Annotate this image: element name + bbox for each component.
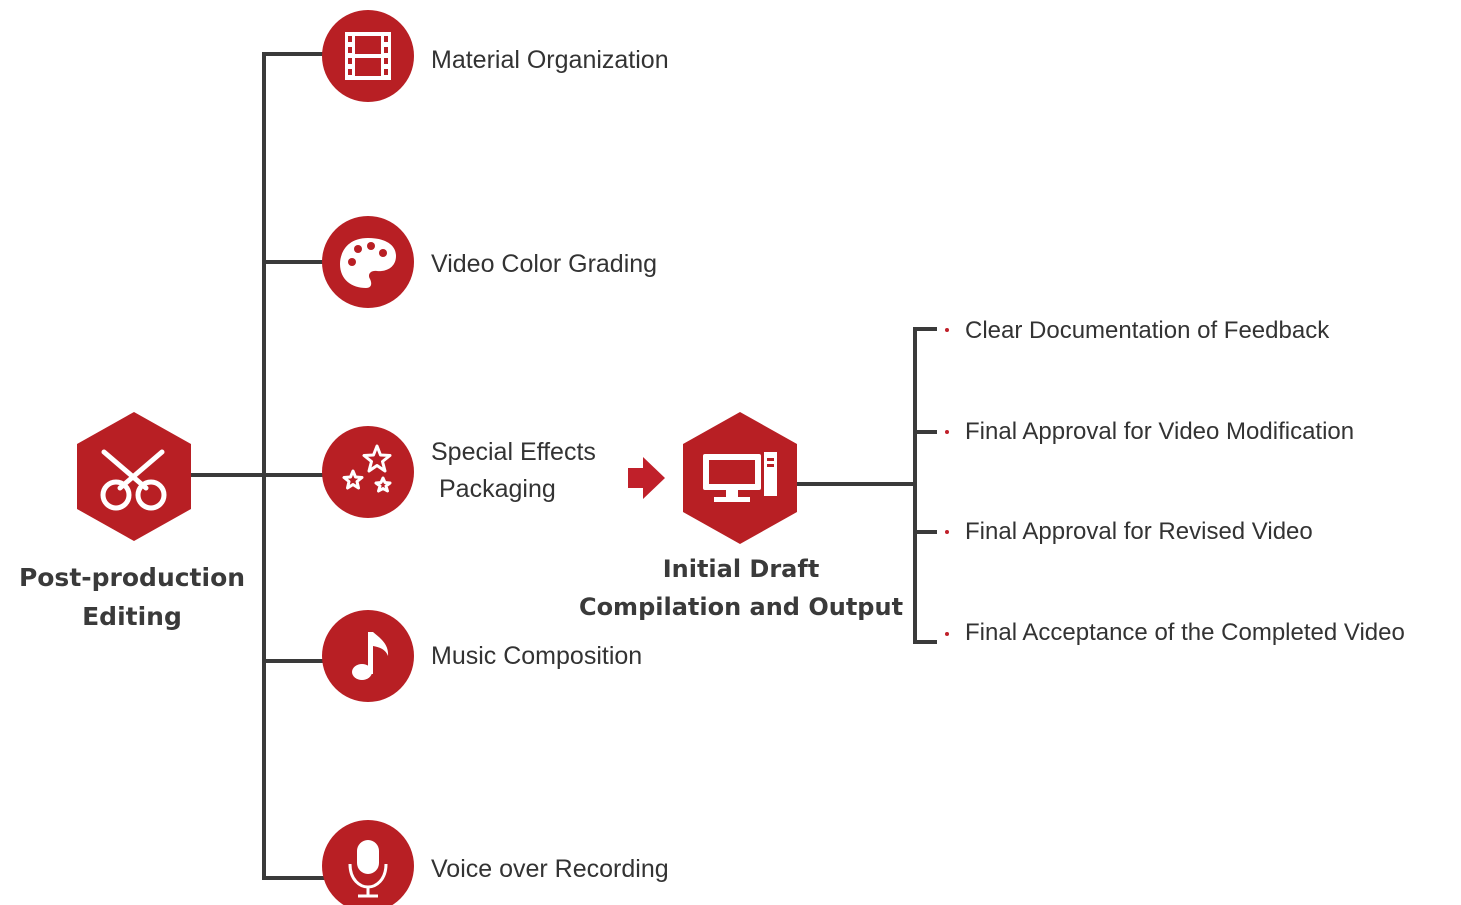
bullet-dot bbox=[945, 328, 949, 332]
stage-label-special-effects-packaging: Special Effects Packaging bbox=[431, 434, 596, 508]
music-note-icon bbox=[352, 632, 389, 680]
stage-label-material-organization: Material Organization bbox=[431, 46, 669, 74]
outcome-bullets bbox=[945, 328, 949, 636]
stage-node-material-organization bbox=[322, 10, 414, 102]
root-node-hexagon bbox=[77, 412, 191, 541]
bullet-dot bbox=[945, 530, 949, 534]
stage-node-voice-over-recording bbox=[322, 820, 414, 905]
stars-icon bbox=[342, 444, 392, 493]
outcome-bracket-connectors bbox=[797, 327, 937, 644]
computer-icon bbox=[703, 452, 777, 502]
outcome-item-3: Final Approval for Revised Video bbox=[965, 518, 1313, 545]
output-node-label-line1: Initial Draft bbox=[662, 555, 820, 583]
scissors-icon bbox=[100, 449, 167, 511]
stage-label-voice-over-recording: Voice over Recording bbox=[431, 855, 669, 883]
output-node-label-line2: Compilation and Output bbox=[578, 593, 904, 621]
output-node-label: Initial Draft Compilation and Output bbox=[576, 550, 906, 626]
stage-label-video-color-grading: Video Color Grading bbox=[431, 250, 658, 278]
film-strip-icon bbox=[345, 32, 391, 80]
stage-node-video-color-grading bbox=[322, 216, 414, 308]
bullet-dot bbox=[945, 430, 949, 434]
root-node-label-line1: Post-production bbox=[18, 563, 246, 592]
root-node-label: Post-production Editing bbox=[12, 558, 252, 636]
outcome-item-2: Final Approval for Video Modification bbox=[965, 418, 1355, 445]
bullet-dot bbox=[945, 632, 949, 636]
stage-node-music-composition bbox=[322, 610, 414, 702]
root-node-label-line2: Editing bbox=[82, 602, 182, 631]
stage-node-special-effects-packaging bbox=[322, 426, 414, 518]
output-node-hexagon bbox=[683, 412, 797, 544]
stage-label-special-effects-line1: Special Effects bbox=[431, 438, 596, 466]
stage-label-special-effects-line2: Packaging bbox=[439, 475, 556, 503]
outcome-item-1: Clear Documentation of Feedback bbox=[965, 317, 1330, 344]
palette-icon bbox=[340, 238, 396, 288]
arrow-right-icon bbox=[628, 457, 665, 499]
outcome-item-4: Final Acceptance of the Completed Video bbox=[965, 619, 1405, 646]
stage-label-music-composition: Music Composition bbox=[431, 642, 643, 670]
microphone-icon bbox=[348, 840, 388, 898]
stage-tree-connectors bbox=[190, 52, 330, 880]
